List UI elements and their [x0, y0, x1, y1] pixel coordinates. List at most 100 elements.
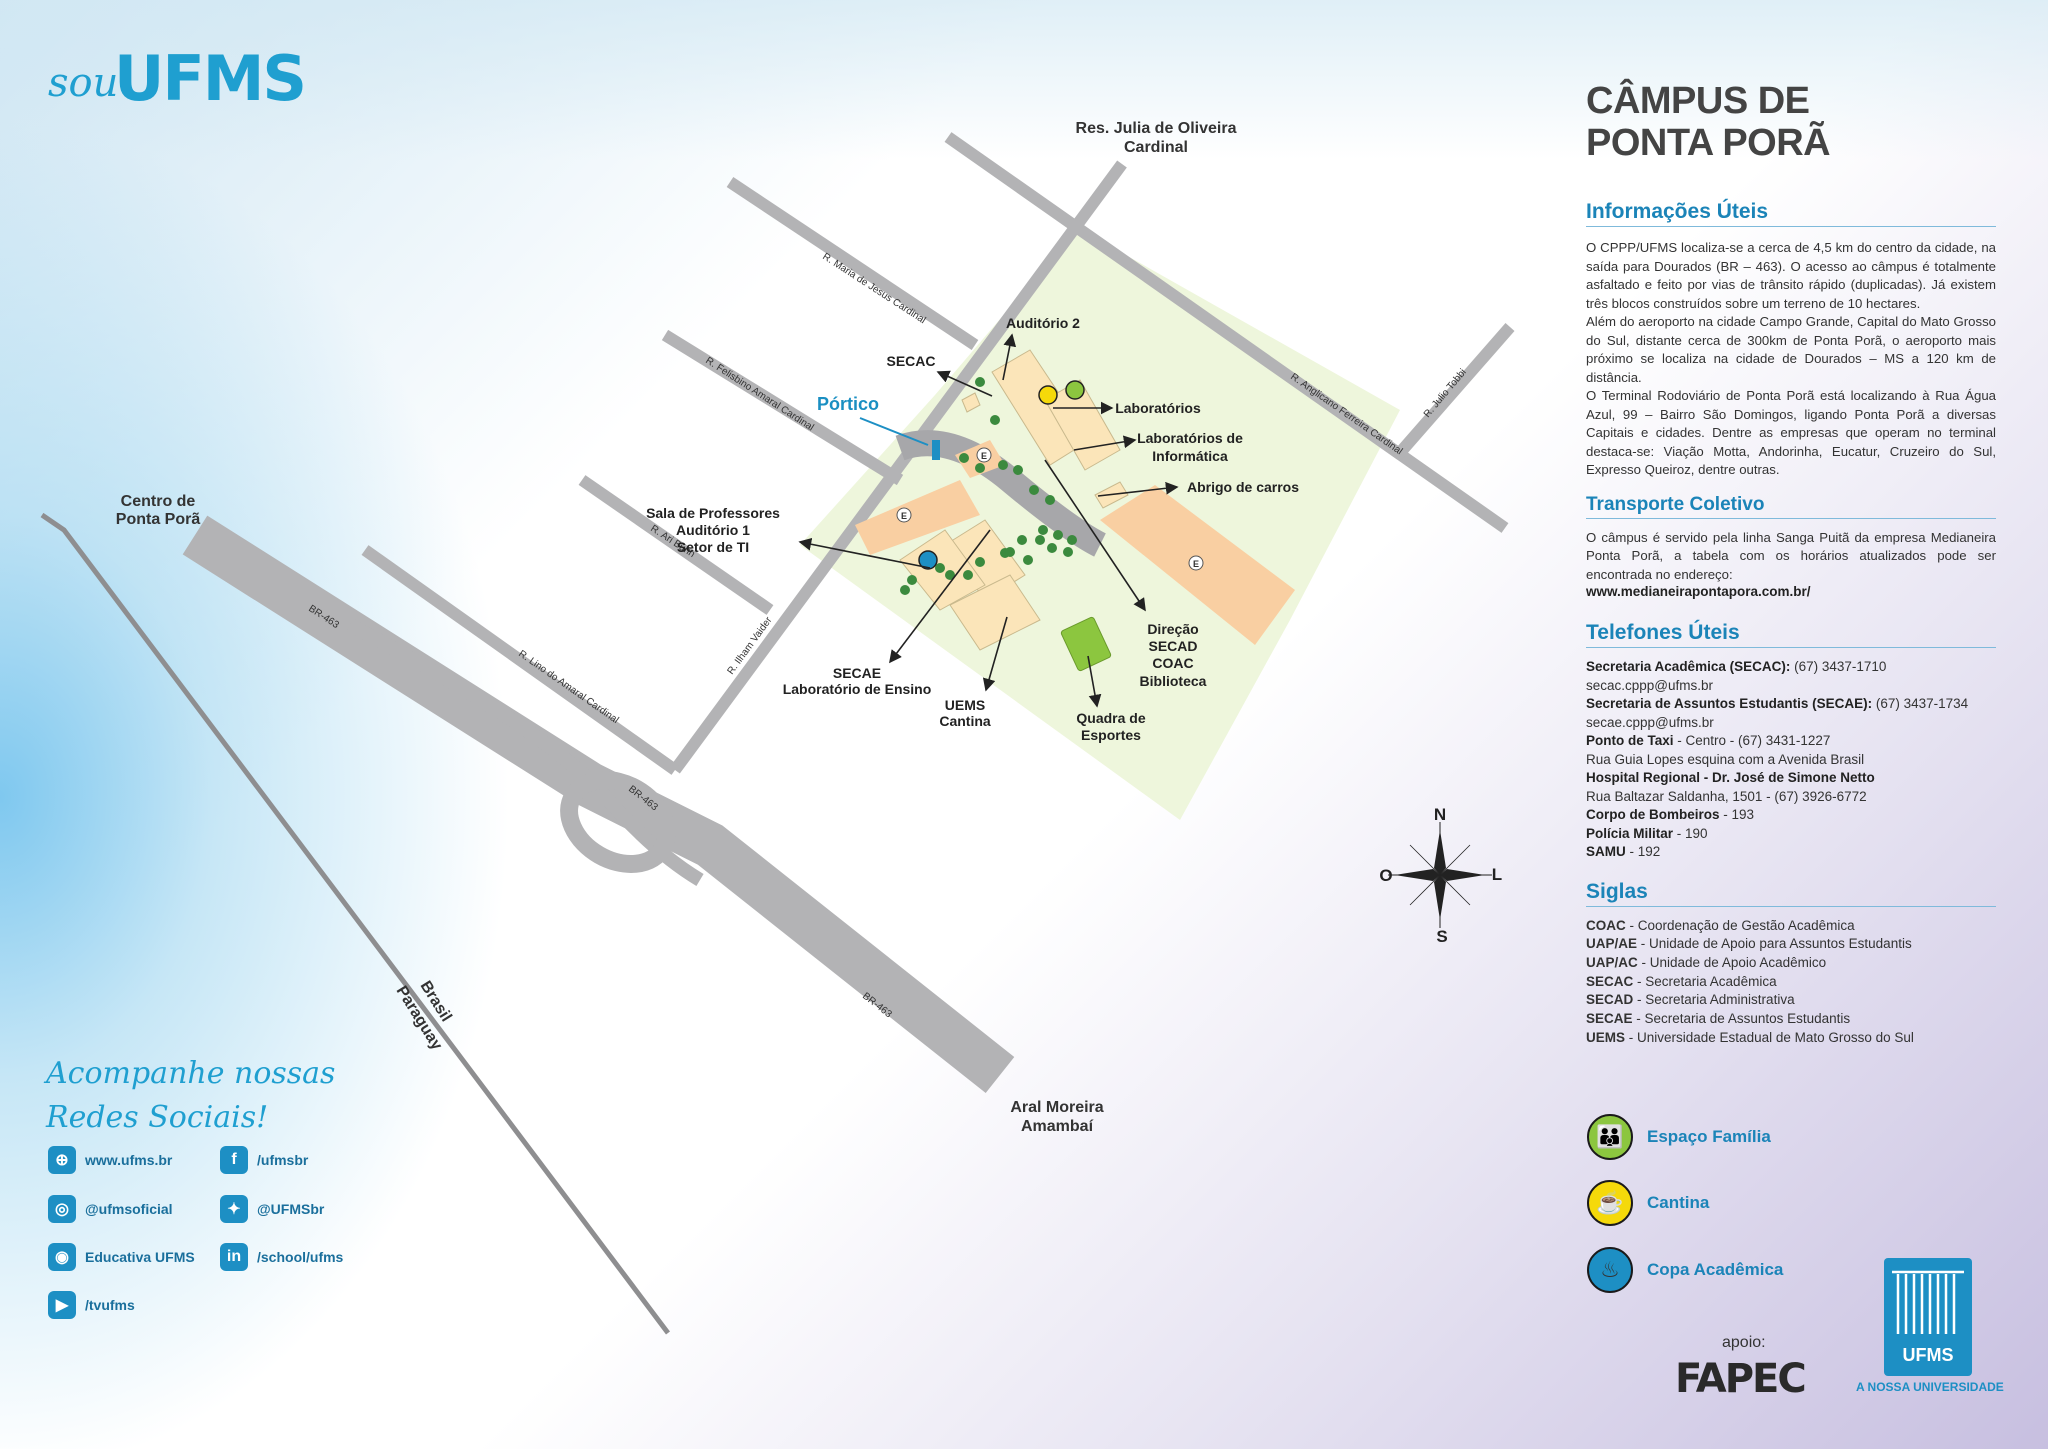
sigla-item: SECAD - Secretaria Administrativa	[1586, 991, 1996, 1010]
food-bowl-icon: ♨	[1587, 1247, 1633, 1293]
label-leaders	[798, 333, 1179, 708]
youtube-icon: ▶	[48, 1291, 76, 1319]
social-link-globe[interactable]: ⊕www.ufms.br	[48, 1146, 172, 1174]
telefone-line: Polícia Militar - 190	[1586, 825, 1996, 844]
transporte-heading: Transporte Coletivo	[1586, 494, 1996, 519]
parking-lot-west	[855, 480, 980, 555]
label-abrigo: Abrigo de carros	[1187, 479, 1299, 495]
sigla-code: UAP/AC	[1586, 954, 1638, 970]
transporte-url-link[interactable]: www.medianeirapontapora.com.br/	[1586, 584, 1811, 599]
coffee-cup-icon: ☕	[1587, 1180, 1633, 1226]
sigla-code: UEMS	[1586, 1029, 1626, 1045]
sigla-code: SECAC	[1586, 973, 1634, 989]
sigla-item: UEMS - Universidade Estadual de Mato Gro…	[1586, 1029, 1996, 1048]
telefone-line-text: secac.cppp@ufms.br	[1586, 677, 1714, 693]
compass-n: N	[1434, 805, 1446, 824]
social-link-linkedin[interactable]: in/school/ufms	[220, 1243, 343, 1271]
page-title-line-2: PONTA PORÃ	[1586, 122, 1831, 164]
social-link-instagram[interactable]: ◎@ufmsoficial	[48, 1195, 173, 1223]
social-label: Educativa UFMS	[85, 1249, 195, 1265]
cantina-marker-icon	[1038, 385, 1058, 405]
globe-icon: ⊕	[48, 1146, 76, 1174]
sigla-item: UAP/AE - Unidade de Apoio para Assuntos …	[1586, 935, 1996, 954]
label-direcao-4: Biblioteca	[1140, 673, 1207, 689]
social-link-facebook[interactable]: f/ufmsbr	[220, 1146, 308, 1174]
label-direcao-1: Direção	[1147, 621, 1198, 637]
label-quadra-2: Esportes	[1081, 727, 1141, 743]
sigla-meaning: - Secretaria Administrativa	[1633, 992, 1795, 1008]
sigla-item: SECAE - Secretaria de Assuntos Estudanti…	[1586, 1010, 1996, 1029]
social-label: /ufmsbr	[257, 1152, 309, 1168]
telefone-line: Ponto de Taxi - Centro - (67) 3431-1227	[1586, 732, 1996, 751]
logo-ufms: UFMS	[114, 42, 307, 115]
place-centro-2: Ponta Porã	[116, 511, 201, 528]
ufms-logo-text: UFMS	[1902, 1345, 1954, 1365]
sigla-meaning: - Coordenação de Gestão Acadêmica	[1625, 917, 1855, 933]
telefone-line-text: Rua Guia Lopes esquina com a Avenida Bra…	[1586, 751, 1865, 767]
label-auditorio2: Auditório 2	[1006, 315, 1080, 331]
family-icon: 👪	[1587, 1114, 1633, 1160]
compass-rose-icon	[1388, 822, 1492, 928]
sigla-item: SECAC - Secretaria Acadêmica	[1586, 973, 1996, 992]
sigla-meaning: - Unidade de Apoio para Assuntos Estudan…	[1637, 936, 1912, 952]
compass-l: L	[1492, 865, 1502, 884]
telefone-line-text: - 193	[1719, 807, 1755, 822]
compass-o: O	[1379, 866, 1392, 885]
label-laboratorios: Laboratórios	[1115, 400, 1201, 416]
info-heading: Informações Úteis	[1586, 200, 1996, 227]
social-link-twitter[interactable]: ✦ @UFMSbr	[220, 1195, 324, 1223]
telefone-line-text: - Centro - (67) 3431-1227	[1673, 733, 1831, 748]
telefone-line-text: - 190	[1673, 825, 1708, 841]
apoio-label: apoio:	[1722, 1334, 1766, 1351]
page-title: CÂMPUS DE PONTA PORÃ	[1586, 80, 1996, 164]
social-link-youtube[interactable]: ▶/tvufms	[48, 1291, 135, 1319]
telefone-line-bold: SAMU	[1586, 844, 1626, 859]
social-label: @UFMSbr	[257, 1201, 325, 1217]
siglas-heading: Siglas	[1586, 880, 1996, 907]
legend-item: ☕ Cantina	[1587, 1180, 1709, 1226]
transporte-text: O câmpus é servido pela linha Sanga Puit…	[1586, 529, 1996, 582]
place-aral-1: Aral Moreira	[1010, 1099, 1103, 1116]
label-lab-info-1: Laboratórios de	[1137, 430, 1243, 446]
legend-label: Cantina	[1647, 1193, 1710, 1212]
label-secac: SECAC	[886, 353, 935, 369]
parking-e-small: E	[981, 451, 987, 461]
telefone-line: secac.cppp@ufms.br	[1586, 677, 1996, 696]
parking-markers: E E E	[896, 447, 1204, 571]
background-top-gradient	[0, 0, 2048, 160]
label-direcao-3: COAC	[1152, 655, 1193, 671]
label-direcao-2: SECAD	[1148, 638, 1197, 654]
sigla-meaning: - Secretaria de Assuntos Estudantis	[1632, 1011, 1851, 1027]
compass-s: S	[1436, 927, 1447, 946]
page-title-line-1: CÂMPUS DE	[1586, 80, 1810, 122]
telefone-line: Secretaria de Assuntos Estudantis (SECAE…	[1586, 695, 1996, 714]
road-label-julio-tobi: R. Julio Tobbi	[1422, 367, 1469, 420]
br463-highway	[182, 515, 1015, 1094]
road-label-felisbino: R. Felisbino Amaral Cardinal	[703, 355, 815, 433]
label-portico: Pórtico	[817, 394, 879, 414]
social-link-radio[interactable]: ◉ Educativa UFMS	[48, 1243, 195, 1271]
info-paragraph-3: O Terminal Rodoviário de Ponta Porã está…	[1586, 388, 1996, 477]
place-centro-1: Centro de	[121, 493, 196, 510]
linkedin-icon: in	[220, 1243, 248, 1271]
telefone-line: Secretaria Acadêmica (SECAC): (67) 3437-…	[1586, 658, 1996, 677]
nossa-universidade-label: A NOSSA UNIVERSIDADE	[1856, 1380, 2004, 1394]
telefone-line-bold: Ponto de Taxi	[1586, 733, 1674, 748]
telefone-line-text: Rua Baltazar Saldanha, 1501 - (67) 3926-…	[1586, 788, 1867, 804]
campus-ground	[800, 228, 1400, 820]
parking-e-east: E	[1193, 559, 1199, 569]
radio-icon: ◉	[48, 1243, 76, 1271]
place-aral-2: Amambaí	[1021, 1118, 1094, 1135]
trees	[900, 377, 1077, 595]
sigla-code: SECAE	[1586, 1011, 1633, 1027]
twitter-icon: ✦	[220, 1195, 248, 1223]
sports-field	[1060, 616, 1112, 672]
legend-item: ♨Copa Acadêmica	[1587, 1247, 1783, 1293]
label-lab-info-2: Informática	[1152, 448, 1228, 464]
label-sala-prof-2: Auditório 1	[676, 522, 750, 538]
telefone-line: Rua Guia Lopes esquina com a Avenida Bra…	[1586, 751, 1996, 770]
parking-e-west: E	[901, 511, 907, 521]
social-title-line-2: Redes Sociais!	[46, 1100, 269, 1135]
social-label: /school/ufms	[257, 1249, 344, 1265]
